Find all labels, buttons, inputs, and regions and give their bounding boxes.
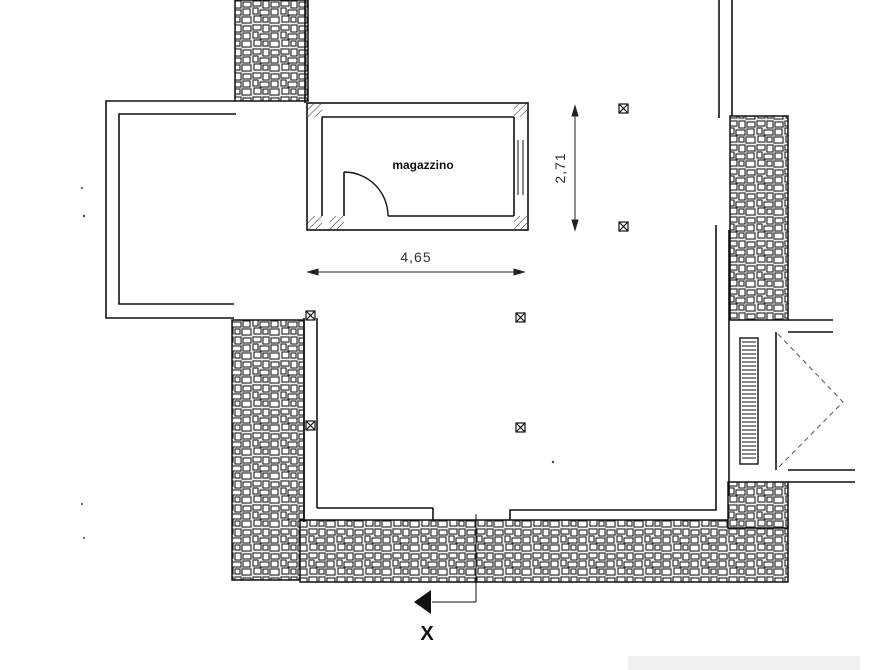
stone-wall-right-upper <box>729 115 789 321</box>
section-arrow-icon <box>414 590 431 614</box>
storage-room: magazzino <box>306 102 529 231</box>
stone-wall-left <box>231 319 305 581</box>
column-marker <box>618 221 629 232</box>
storage-room-wall-outer <box>306 102 529 231</box>
corner-hatch <box>514 216 527 229</box>
stone-walls <box>231 0 789 583</box>
room-label: magazzino <box>392 158 453 172</box>
stone-wall-right-lower <box>727 481 789 529</box>
walls <box>105 0 855 522</box>
dimension-horizontal-label: 4,65 <box>400 249 431 265</box>
dimension-vertical: 2,71 <box>552 104 579 232</box>
column-marker <box>515 422 526 433</box>
section-label: X <box>420 623 434 645</box>
stone-wall-top-left <box>234 0 309 102</box>
scan-edge <box>628 656 860 670</box>
column-marker <box>618 103 629 114</box>
corner-hatch <box>330 216 344 229</box>
stone-wall-bottom <box>299 519 789 583</box>
dimension-horizontal: 4,65 <box>306 249 526 276</box>
scan-specks <box>81 187 555 539</box>
column-marker <box>515 312 526 323</box>
dimension-vertical-label: 2,71 <box>552 152 568 183</box>
stair <box>739 337 759 465</box>
section-marker: X <box>414 514 477 645</box>
porch-gate-swing <box>777 333 844 469</box>
column-marker <box>305 420 316 431</box>
columns <box>305 103 629 433</box>
door-swing-arc <box>343 171 389 217</box>
column-marker <box>305 310 316 321</box>
corner-hatch <box>308 104 322 117</box>
corner-hatch <box>308 216 322 229</box>
corner-hatch <box>514 104 527 117</box>
